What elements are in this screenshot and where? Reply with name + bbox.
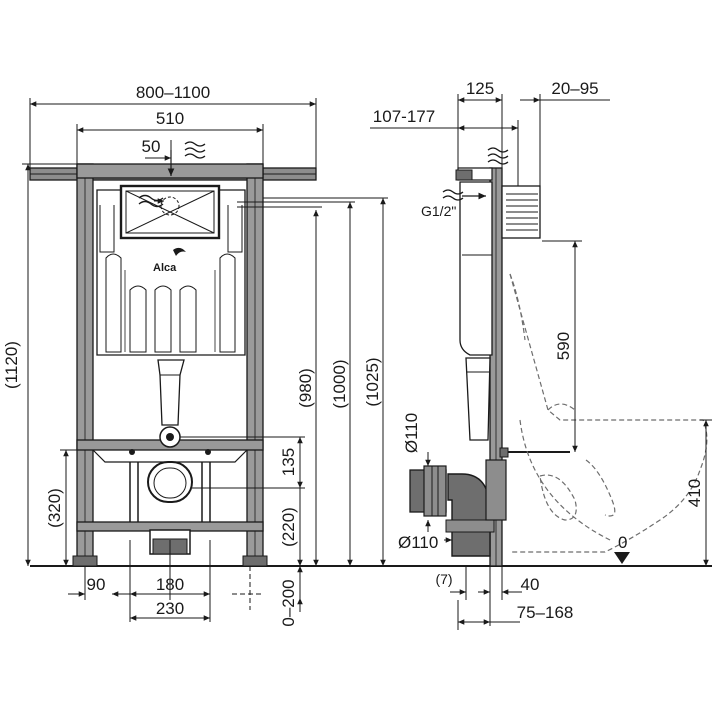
dim-leg-height: (320)	[45, 488, 64, 528]
dim-bottom-left: 90	[87, 575, 106, 594]
dim-bottom-width: 230	[156, 599, 184, 618]
mounting-bolt	[499, 447, 570, 458]
dim-drain-bottom: (220)	[279, 507, 298, 547]
frame-uprights	[76, 163, 264, 563]
dim-overall-width: 800–1100	[136, 83, 210, 102]
dim-bolt-height: 590	[554, 332, 573, 360]
floor-zero-label: 0	[618, 533, 627, 552]
frame-top-bar	[76, 163, 264, 179]
dim-inlet-offset: 50	[142, 137, 161, 156]
dim-offset-40: 40	[521, 575, 540, 594]
dim-pipe-bottom: Ø110	[398, 533, 438, 552]
dim-total-height: (1120)	[2, 341, 21, 389]
side-pipe-coupling	[409, 465, 447, 517]
dim-drain-height: 135	[279, 448, 298, 476]
dim-connection-range: 107-177	[373, 107, 435, 126]
dim-height-980: (980)	[296, 368, 315, 408]
side-flush-box	[501, 185, 541, 239]
dim-bowl-height: 410	[685, 479, 704, 507]
dim-height-1025: (1025)	[363, 357, 382, 406]
side-top-bracket	[455, 167, 493, 181]
dim-offset-small: (7)	[435, 571, 452, 587]
side-drain-pipe	[445, 459, 507, 557]
side-dimensions	[370, 94, 712, 630]
drain-elbow	[129, 449, 211, 555]
dim-wall-offset: 20–95	[551, 79, 598, 98]
floor-zero-marker	[614, 552, 630, 564]
side-view	[409, 147, 708, 567]
dim-pipe-top: Ø110	[402, 413, 421, 453]
dim-depth-range: 75–168	[517, 603, 574, 622]
front-dimensions	[22, 98, 388, 622]
dim-top-depth: 125	[466, 79, 494, 98]
alca-logo: Alca	[153, 247, 186, 274]
dim-frame-width: 510	[156, 109, 184, 128]
toilet-bowl-outline	[509, 273, 708, 553]
dim-bottom-center: 180	[156, 575, 184, 594]
dim-height-1000: (1000)	[330, 359, 349, 408]
flush-pipe	[157, 359, 185, 448]
side-cistern	[459, 181, 493, 441]
side-water-inlet-symbol	[442, 147, 509, 201]
front-view: Alca	[29, 141, 317, 567]
thread-label: G1/2"	[421, 203, 456, 219]
logo-text: Alca	[153, 262, 177, 274]
flush-plate-opening	[119, 184, 221, 240]
dim-floor-range: 0–200	[279, 579, 298, 626]
